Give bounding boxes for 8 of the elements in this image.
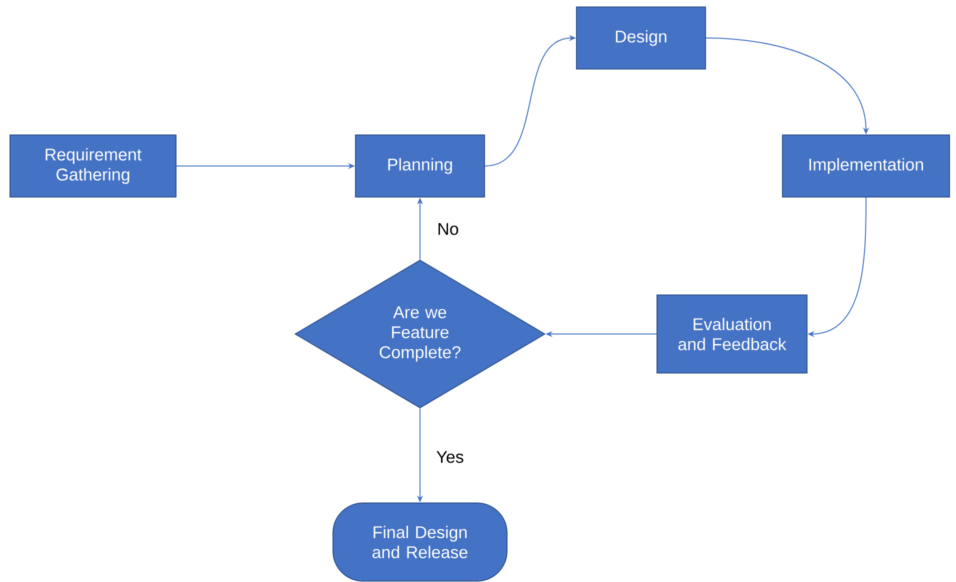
edge-label: Yes bbox=[434, 449, 466, 465]
process-box: Evaluation and Feedback bbox=[656, 294, 808, 374]
process-box: Planning bbox=[355, 134, 485, 198]
process-box: Implementation bbox=[782, 134, 950, 198]
process-box: Design bbox=[576, 6, 706, 70]
edge-label: No bbox=[435, 221, 461, 237]
terminal-box: Final Design and Release bbox=[332, 502, 508, 582]
process-box: Requirement Gathering bbox=[10, 134, 176, 198]
